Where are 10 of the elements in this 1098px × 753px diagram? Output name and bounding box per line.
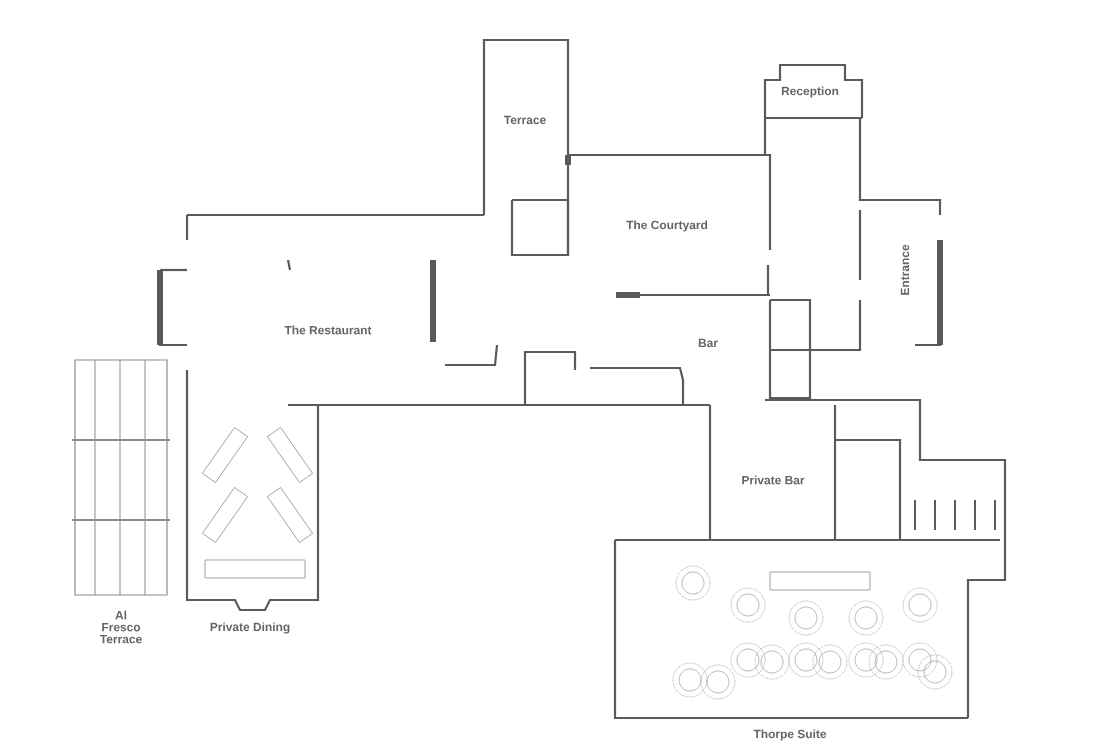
room-label: Entrance [900,244,910,295]
room-label: Reception [781,86,839,98]
room-label: Terrace [504,115,546,125]
room-label: The Restaurant [284,325,372,335]
room-label: Private Bar [742,475,805,485]
room-label: Al Fresco Terrace [100,610,142,644]
room-label: Bar [698,338,718,348]
room-label: Thorpe Suite [753,729,827,741]
room-label: The Courtyard [626,220,708,232]
room-label: Private Dining [210,622,290,634]
